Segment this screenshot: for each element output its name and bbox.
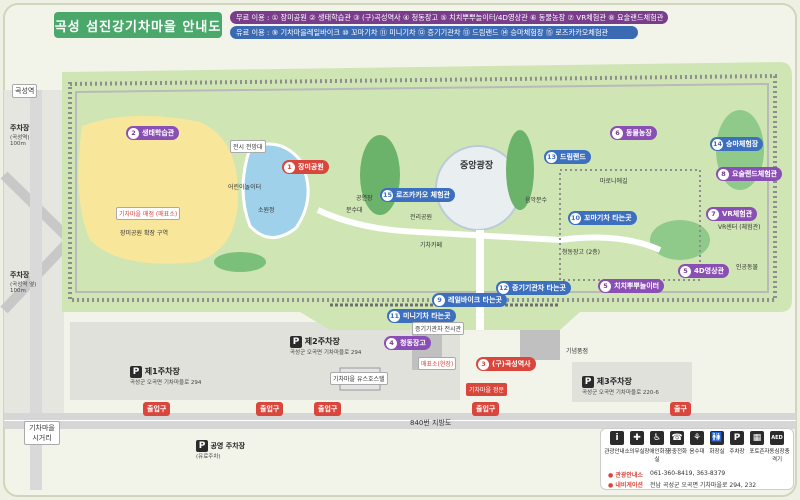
map-title: 곡성 섬진강기차마을 안내도	[54, 12, 222, 38]
artificial-animal-label: 인공동물	[736, 264, 759, 271]
entrance-gate-4[interactable]: 출입구	[472, 402, 500, 416]
first-aid-icon: ✚	[630, 431, 644, 445]
nav-title: ● 내비게이션	[608, 482, 643, 489]
eco-sales-label: 기차마을 매점 (매표소)	[116, 207, 181, 220]
water-fountain-icon: ⚘	[690, 431, 704, 445]
restroom-icon: 🚻	[710, 431, 724, 445]
vr-center-label: VR센터 (체험관)	[718, 224, 761, 231]
legend-payphone: ☎공중전화	[666, 431, 688, 455]
train-village-crossroad: 기차마을 시거리	[24, 421, 60, 445]
bronze-2f-label: 청동장고 (2층)	[562, 249, 601, 256]
youth-hostel-label: 기차마을 유스호스텔	[330, 372, 388, 385]
attraction-old-station[interactable]: 3(구)곡성역사	[476, 357, 536, 371]
gift-shop-label: 기념품점	[566, 348, 589, 355]
gokseong-station-label: 곡성역	[12, 84, 38, 98]
observatory-label: 전시 전망대	[230, 140, 266, 153]
wish-pavilion-label: 소원정	[258, 207, 275, 214]
rose-expansion-label: 장미공원 확장 구역	[120, 230, 168, 237]
tour-info-title: ● 관광안내소	[608, 472, 643, 479]
entrance-gate-3[interactable]: 출입구	[314, 402, 342, 416]
photozone-icon: ▦	[750, 431, 764, 445]
main-gate-sign: 기차마을 정문	[466, 383, 508, 396]
performance-hall-label: 공연장	[356, 195, 373, 202]
bus-parking-1: 주차장(곡성역)100m	[10, 124, 30, 147]
maronie-road-label: 마로니에길	[600, 178, 628, 185]
road-840-label: 840번 지방도	[410, 419, 452, 427]
central-plaza-label: 중앙광장	[460, 161, 494, 171]
nav-address: 전남 곡성군 오곡면 기차마을로 294, 232	[650, 482, 757, 489]
rail-museum-label: 증기기관차 전시관	[412, 322, 465, 335]
exit-gate[interactable]: 출구	[670, 402, 691, 416]
parking-icon: P	[730, 431, 744, 445]
legend-photozone: ▦포토존	[749, 431, 765, 455]
legend-first-aid: ✚의무실	[629, 431, 645, 455]
wheelchair-icon: ♿	[650, 431, 664, 445]
legend-restroom: 🚻화장실	[709, 431, 725, 455]
free-attractions-bar: 무료 이용 : ① 장미공원 ② 생태학습관 ③ (구)곡성역사 ④ 청동장고 …	[230, 11, 668, 24]
legend-water: ⚘음수대	[689, 431, 705, 455]
entrance-gate-1[interactable]: 출입구	[143, 402, 171, 416]
info-icon: i	[610, 431, 624, 445]
phone-icon: ☎	[670, 431, 684, 445]
music-fountain-label: 음악분수	[525, 197, 548, 204]
center-garden-label: 전리공원	[410, 214, 433, 221]
tour-info-phone: 061-360-8419, 363-8379	[650, 470, 726, 477]
fountain-label: 분수대	[346, 207, 363, 214]
paid-attractions-bar: 유료 이용 : ⑨ 기차마을레일바이크 ⑩ 꼬마기차 ⑪ 미니기차 ⑫ 증기기관…	[230, 26, 638, 39]
public-parking: P 공영 주차장(유료주차)	[196, 440, 246, 460]
entrance-gate-2[interactable]: 출입구	[256, 402, 284, 416]
train-cafe-label: 기차카페	[420, 242, 443, 249]
legend-accessible-wc: ♿장애인화장실	[644, 431, 670, 463]
bus-parking-2: 주차장(곡성역 옆)100m	[10, 271, 37, 294]
kids-field-label: 어린이놀이터	[228, 184, 262, 191]
aed-icon: AED	[770, 431, 784, 445]
ticket-office-label: 매표소(현장)	[418, 357, 457, 370]
